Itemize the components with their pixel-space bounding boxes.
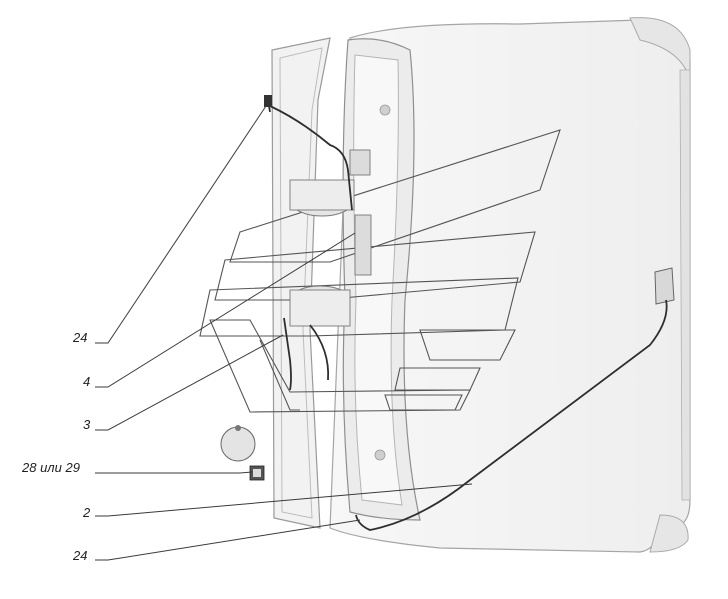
side-marker-lamp xyxy=(654,267,675,305)
callout-24-bottom: 24 xyxy=(73,548,88,563)
callout-3: 3 xyxy=(83,417,91,432)
wire-clip-top xyxy=(264,95,272,107)
cab-back-panel xyxy=(329,17,691,553)
callout-28-or-29: 28 или 29 xyxy=(22,460,80,475)
wiring-harness xyxy=(267,99,668,531)
ground-ball-terminal xyxy=(220,425,256,462)
cab-left-pillar xyxy=(271,37,331,529)
callout-24-top: 24 xyxy=(73,330,88,345)
rear-lamp-assembly xyxy=(289,149,372,327)
leader-lines xyxy=(95,105,473,561)
callout-4: 4 xyxy=(83,374,91,389)
callout-2: 2 xyxy=(83,505,91,520)
connector-28-29 xyxy=(249,465,265,481)
